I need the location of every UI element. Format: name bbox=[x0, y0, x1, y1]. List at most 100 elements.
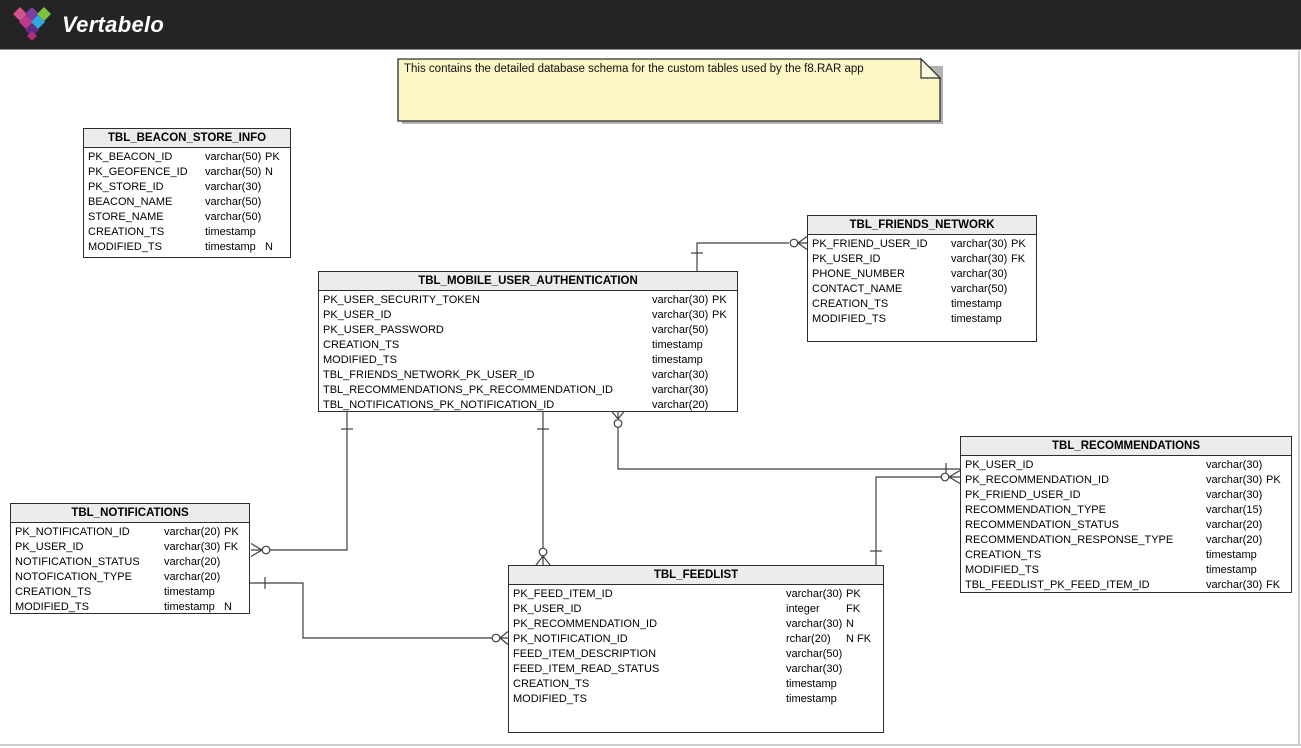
column-flags bbox=[1266, 563, 1288, 578]
column-type: varchar(50) bbox=[652, 324, 709, 336]
table-title: TBL_MOBILE_USER_AUTHENTICATION bbox=[319, 272, 737, 291]
column-name: TBL_FRIENDS_NETWORK_PK_USER_ID bbox=[323, 369, 535, 381]
table-title: TBL_FEEDLIST bbox=[509, 566, 883, 585]
column-name: CREATION_TS bbox=[965, 549, 1042, 561]
relationship-auth-friends-network[interactable] bbox=[691, 236, 808, 272]
column-flags bbox=[1011, 267, 1033, 282]
column-type: timestamp bbox=[786, 693, 837, 705]
app-header: Vertabelo bbox=[0, 0, 1301, 50]
column-type: timestamp bbox=[1206, 549, 1257, 561]
column-name: PK_RECOMMENDATION_ID bbox=[513, 618, 658, 630]
column-flags bbox=[265, 225, 287, 240]
column-name: CONTACT_NAME bbox=[812, 283, 903, 295]
entity-table-mobile-user-authentication[interactable]: TBL_MOBILE_USER_AUTHENTICATION PK_USER_S… bbox=[318, 271, 738, 412]
column-flags: PK bbox=[265, 151, 280, 163]
column-type: varchar(30) bbox=[1206, 579, 1263, 591]
column-type: varchar(20) bbox=[164, 556, 221, 568]
table-title: TBL_RECOMMENDATIONS bbox=[961, 437, 1291, 456]
column-name: PK_STORE_ID bbox=[88, 181, 164, 193]
column-name: TBL_FEEDLIST_PK_FEED_ITEM_ID bbox=[965, 579, 1150, 591]
column-type: varchar(50) bbox=[205, 196, 262, 208]
column-name: PK_USER_PASSWORD bbox=[323, 324, 444, 336]
column-type: varchar(50) bbox=[205, 166, 262, 178]
note-text: This contains the detailed database sche… bbox=[404, 63, 864, 75]
column-type: timestamp bbox=[652, 339, 703, 351]
column-type: timestamp bbox=[652, 354, 703, 366]
column-type: varchar(50) bbox=[786, 648, 843, 660]
column-flags bbox=[712, 353, 734, 368]
column-flags bbox=[712, 338, 734, 353]
column-flags: PK bbox=[712, 294, 727, 306]
column-flags: N bbox=[265, 166, 273, 178]
column-row: TBL_FEEDLIST_PK_FEED_ITEM_ID varchar(30)F… bbox=[961, 578, 1291, 592]
column-name: FEED_ITEM_READ_STATUS bbox=[513, 663, 660, 675]
column-name: PK_NOTIFICATION_ID bbox=[15, 526, 130, 538]
column-name: RECOMMENDATION_STATUS bbox=[965, 519, 1120, 531]
column-type: varchar(30) bbox=[652, 384, 709, 396]
column-name: PK_USER_SECURITY_TOKEN bbox=[323, 294, 480, 306]
column-row: PK_USER_PASSWORD varchar(50) bbox=[319, 323, 737, 338]
note-body bbox=[397, 58, 941, 122]
column-type: timestamp bbox=[205, 226, 256, 238]
column-type: varchar(30) bbox=[786, 588, 843, 600]
column-flags bbox=[846, 662, 880, 677]
column-flags: FK bbox=[1011, 253, 1026, 265]
column-name: PK_USER_ID bbox=[323, 309, 392, 321]
column-name: PK_NOTIFICATION_ID bbox=[513, 633, 628, 645]
column-type: timestamp bbox=[1206, 564, 1257, 576]
column-type: varchar(30) bbox=[951, 238, 1008, 250]
relationship-auth-recommendations[interactable] bbox=[611, 410, 961, 475]
column-name: MODIFIED_TS bbox=[812, 313, 886, 325]
relationship-auth-feedlist[interactable] bbox=[535, 411, 551, 566]
column-type: timestamp bbox=[951, 298, 1002, 310]
column-flags: FK bbox=[1266, 579, 1281, 591]
column-name: CREATION_TS bbox=[513, 678, 590, 690]
column-flags bbox=[224, 585, 246, 600]
column-flags: N FK bbox=[846, 633, 872, 645]
column-row: FEED_ITEM_READ_STATUS varchar(30) bbox=[509, 662, 883, 677]
relationship-auth-notifications[interactable] bbox=[250, 411, 353, 558]
column-flags bbox=[265, 180, 287, 195]
column-name: PK_RECOMMENDATION_ID bbox=[965, 474, 1110, 486]
column-row: CREATION_TS timestamp bbox=[84, 225, 290, 240]
column-name: MODIFIED_TS bbox=[965, 564, 1039, 576]
column-flags: N bbox=[265, 241, 273, 253]
vertabelo-logo-icon bbox=[13, 6, 51, 41]
relationship-notifications-feedlist[interactable] bbox=[250, 577, 509, 645]
column-name: CREATION_TS bbox=[88, 226, 165, 238]
column-type: rchar(20) bbox=[786, 633, 831, 645]
note-fold-corner bbox=[920, 57, 942, 79]
column-type: varchar(20) bbox=[652, 399, 709, 411]
column-row: CREATION_TS timestamp bbox=[319, 338, 737, 353]
column-type: varchar(30) bbox=[786, 663, 843, 675]
relationship-feedlist-recommendations[interactable] bbox=[870, 469, 961, 566]
column-type: varchar(30) bbox=[652, 369, 709, 381]
canvas-right-border bbox=[1298, 51, 1300, 744]
column-flags bbox=[1011, 312, 1033, 327]
sticky-note[interactable] bbox=[396, 57, 948, 129]
column-type: varchar(30) bbox=[1206, 489, 1263, 501]
column-type: timestamp bbox=[164, 586, 215, 598]
column-type: varchar(50) bbox=[951, 283, 1008, 295]
column-name: CREATION_TS bbox=[323, 339, 400, 351]
column-flags bbox=[1266, 488, 1288, 503]
